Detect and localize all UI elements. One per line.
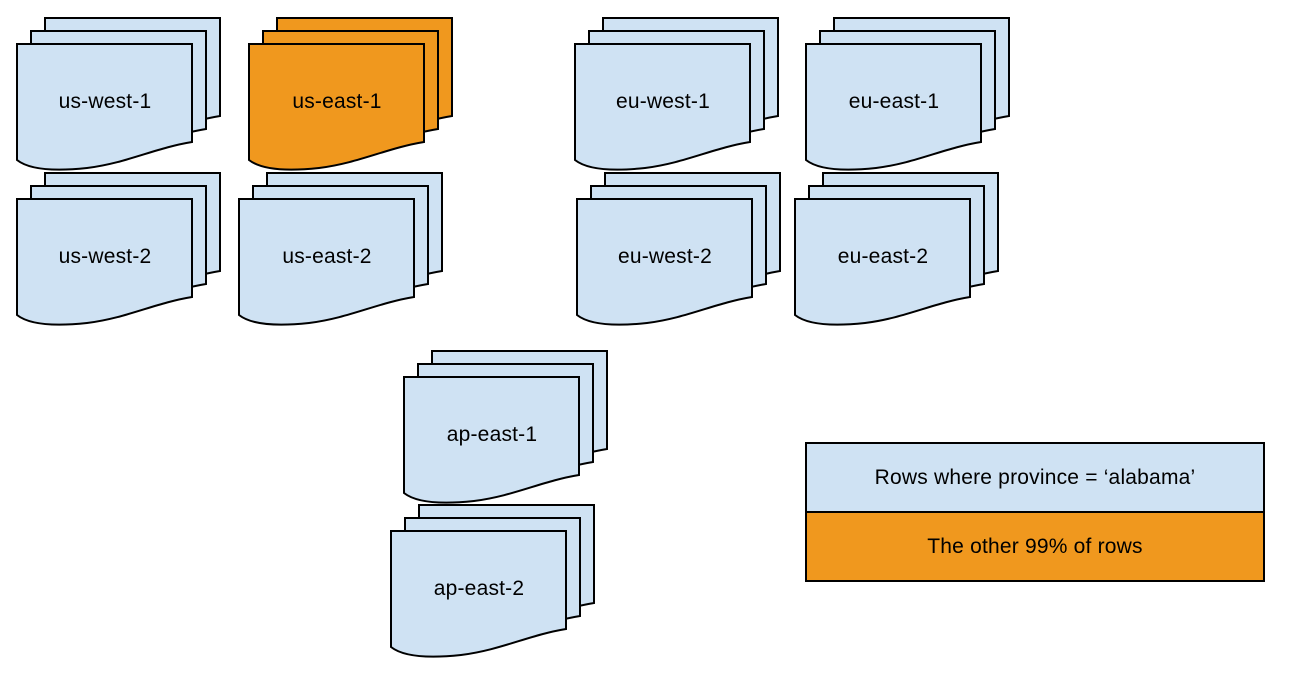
region-stack-ap-east-1: ap-east-1 [402, 349, 610, 507]
region-stack-us-east-2: us-east-2 [237, 171, 445, 329]
region-stack-ap-east-2: ap-east-2 [389, 503, 597, 661]
document-page-front-icon [238, 198, 415, 326]
document-page-front-icon [248, 43, 425, 171]
legend: Rows where province = ‘alabama’ The othe… [805, 442, 1265, 582]
legend-item-other-rows: The other 99% of rows [807, 511, 1263, 580]
document-page-front-icon [805, 43, 982, 171]
region-stack-us-west-1: us-west-1 [15, 16, 223, 174]
document-page-front-icon [403, 376, 580, 504]
document-page-front-icon [16, 198, 193, 326]
region-stack-eu-west-2: eu-west-2 [575, 171, 783, 329]
region-stack-us-west-2: us-west-2 [15, 171, 223, 329]
document-page-front-icon [794, 198, 971, 326]
legend-item-alabama-rows: Rows where province = ‘alabama’ [807, 444, 1263, 511]
region-stack-eu-west-1: eu-west-1 [573, 16, 781, 174]
region-stack-eu-east-1: eu-east-1 [804, 16, 1012, 174]
region-stack-eu-east-2: eu-east-2 [793, 171, 1001, 329]
document-page-front-icon [576, 198, 753, 326]
document-page-front-icon [390, 530, 567, 658]
legend-item-label: The other 99% of rows [927, 534, 1143, 558]
legend-item-label: Rows where province = ‘alabama’ [874, 465, 1196, 489]
region-stack-us-east-1: us-east-1 [247, 16, 455, 174]
document-page-front-icon [16, 43, 193, 171]
document-page-front-icon [574, 43, 751, 171]
